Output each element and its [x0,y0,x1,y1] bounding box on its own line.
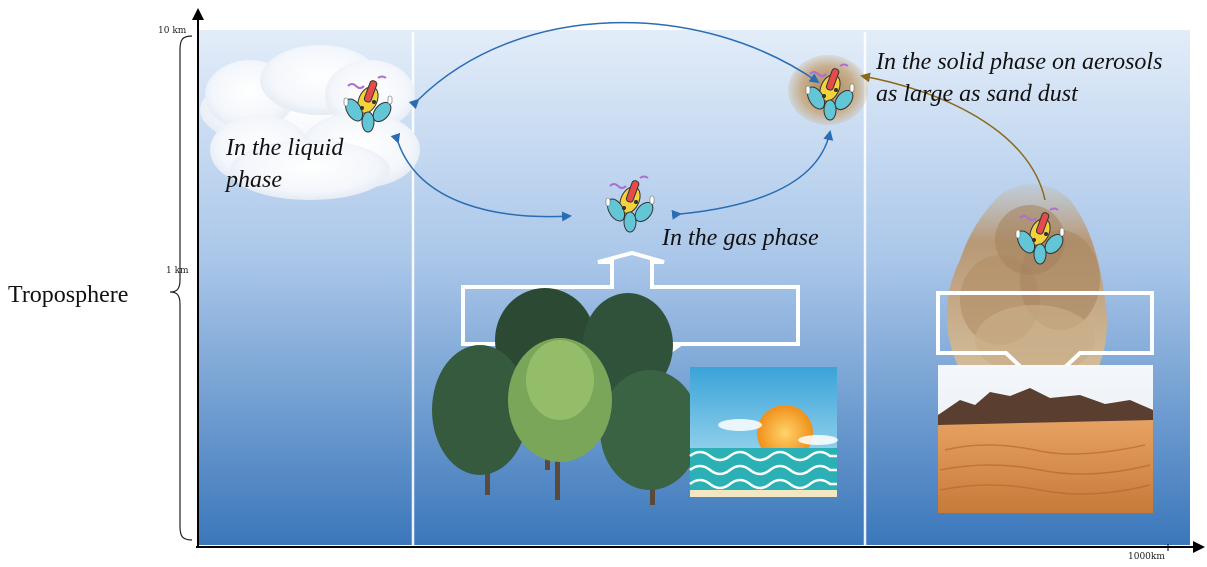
x-tick-label-1000km: 1000km [1128,552,1165,562]
arrow-desert-solid [860,72,1046,201]
gas-phase-label: In the gas phase [662,225,819,251]
sea-sun-icon [689,367,838,497]
arrow-liquid-gas [390,132,572,222]
cloud-icon [200,45,420,200]
y-tick-label-1km: 1 km [166,266,189,276]
desert-icon [938,365,1153,513]
arrow-liquid-solid [408,21,820,110]
troposphere-brace [169,35,193,541]
trees-icon [432,288,700,505]
liquid-phase-label: In the liquid phase [226,135,344,193]
y-axis-arrowhead [192,8,204,20]
troposphere-label: Troposphere [8,282,129,308]
x-axis-arrowhead [1193,541,1205,553]
arrow-gas-solid [671,130,834,220]
y-tick-label-10km: 10 km [158,26,187,36]
solid-phase-label: In the solid phase on aerosols as large … [876,49,1163,107]
